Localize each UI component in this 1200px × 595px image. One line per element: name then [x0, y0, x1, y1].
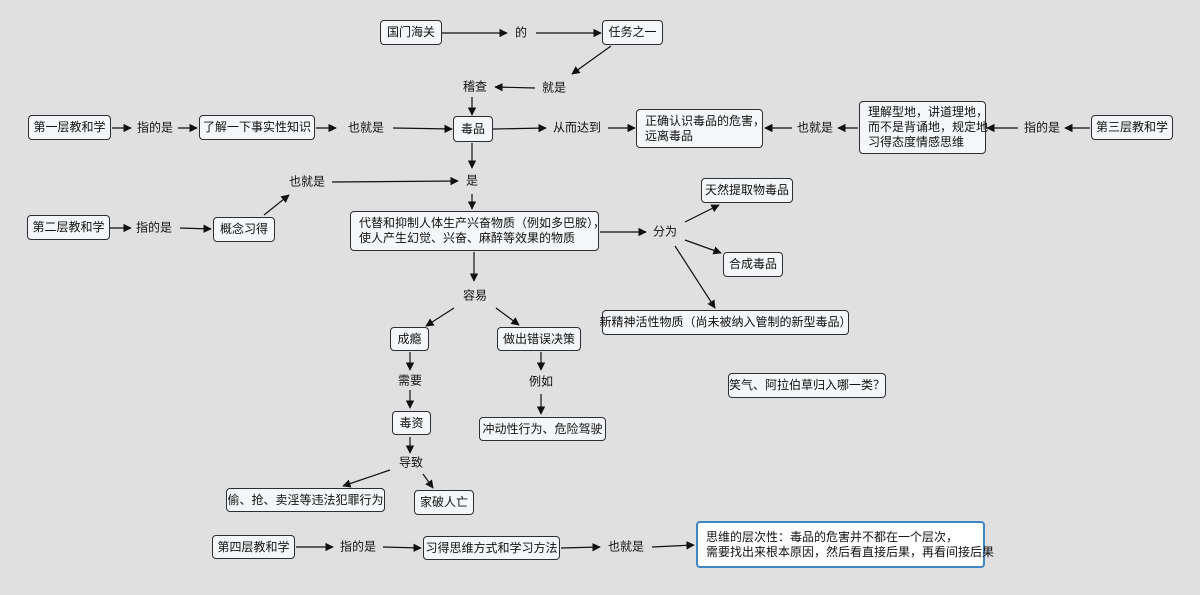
node-layer1[interactable]: 第一层教和学	[28, 115, 111, 140]
node-lijie[interactable]: 理解型地，讲道理地， 而不是背诵地，规定地 习得态度情感思维	[859, 101, 988, 154]
edge-renwu-jiushi	[571, 45, 612, 75]
edge-dupin-congerdadao	[492, 123, 547, 133]
node-siwei[interactable]: 思维的层次性：毒品的危害并不都在一个层次， 需要找出来根本原因，然后看直接后果，…	[696, 521, 994, 568]
label-yejiushi-3[interactable]: 也就是	[796, 120, 834, 135]
node-tianran[interactable]: 天然提取物毒品	[701, 178, 793, 203]
node-dupin[interactable]: 毒品	[453, 116, 493, 142]
node-xide[interactable]: 习得思维方式和学习方法	[423, 536, 560, 560]
node-chengyin[interactable]: 成瘾	[390, 327, 429, 351]
node-touqiang[interactable]: 偷、抢、卖淫等违法犯罪行为	[226, 488, 385, 512]
edge-daozhi-jiapo	[422, 473, 434, 489]
node-duzi[interactable]: 毒资	[392, 411, 431, 435]
node-renwu[interactable]: 任务之一	[602, 20, 663, 45]
edge-gainian-yejiushi2	[263, 194, 290, 216]
edge-daozhi-touqiang	[342, 469, 391, 488]
node-layer4[interactable]: 第四层教和学	[212, 535, 295, 559]
label-daozhi[interactable]: 导致	[398, 455, 424, 470]
edge-zhideshi2-gainian	[179, 224, 212, 233]
edge-fenwei-tianran	[684, 204, 720, 223]
node-zhengque[interactable]: 正确认识毒品的危害， 远离毒品	[636, 109, 765, 148]
node-gainian[interactable]: 概念习得	[213, 217, 275, 242]
label-de[interactable]: 的	[514, 25, 528, 40]
node-guomen[interactable]: 国门海关	[380, 20, 442, 45]
label-liru[interactable]: 例如	[528, 374, 554, 389]
edge-rongyi-zuochu	[495, 307, 520, 326]
label-jicha[interactable]: 稽查	[462, 79, 488, 94]
label-zhideshi-2[interactable]: 指的是	[135, 220, 173, 235]
label-fenwei[interactable]: 分为	[652, 224, 678, 239]
edge-yejiushi-dupin	[392, 124, 453, 134]
node-xinjingshen[interactable]: 新精神活性物质（尚未被纳入管制的新型毒品）	[600, 310, 852, 335]
label-shi[interactable]: 是	[465, 173, 479, 188]
edge-xide-yejiushi4	[560, 542, 601, 552]
node-chongdong[interactable]: 冲动性行为、危险驾驶	[479, 417, 606, 441]
node-layer3[interactable]: 第三层教和学	[1091, 115, 1173, 140]
edge-yejiushi2-shi	[331, 176, 459, 186]
node-hecheng[interactable]: 合成毒品	[723, 252, 783, 277]
node-jiapo[interactable]: 家破人亡	[414, 490, 474, 515]
edge-yejiushi4-siwei	[651, 541, 695, 550]
edge-rongyi-chengyin	[425, 307, 455, 327]
edge-fenwei-hecheng	[684, 239, 722, 255]
label-xuyao[interactable]: 需要	[397, 373, 423, 388]
edge-jiushi-jicha	[494, 82, 536, 92]
edge-zhideshi4-xide	[382, 543, 422, 552]
node-zuochu[interactable]: 做出错误决策	[497, 327, 581, 351]
label-yejiushi-4[interactable]: 也就是	[607, 539, 645, 554]
label-zhideshi-4[interactable]: 指的是	[339, 539, 377, 554]
node-layer2[interactable]: 第二层教和学	[27, 215, 110, 240]
label-congerdadao[interactable]: 从而达到	[552, 120, 602, 135]
label-yejiushi-2[interactable]: 也就是	[288, 174, 326, 189]
label-rongyi[interactable]: 容易	[462, 288, 488, 303]
node-question[interactable]: 笑气、阿拉伯草归入哪一类？	[728, 373, 886, 398]
node-definition[interactable]: 代替和抑制人体生产兴奋物质（例如多巴胺）， 使人产生幻觉、兴奋、麻醉等效果的物质	[350, 211, 605, 251]
node-liaojie[interactable]: 了解一下事实性知识	[199, 115, 315, 140]
edge-fenwei-xinjingshen	[674, 245, 716, 309]
label-yejiushi-1[interactable]: 也就是	[347, 120, 385, 135]
label-zhideshi-1[interactable]: 指的是	[136, 120, 174, 135]
label-zhideshi-3[interactable]: 指的是	[1023, 120, 1061, 135]
label-jiushi[interactable]: 就是	[541, 80, 567, 95]
